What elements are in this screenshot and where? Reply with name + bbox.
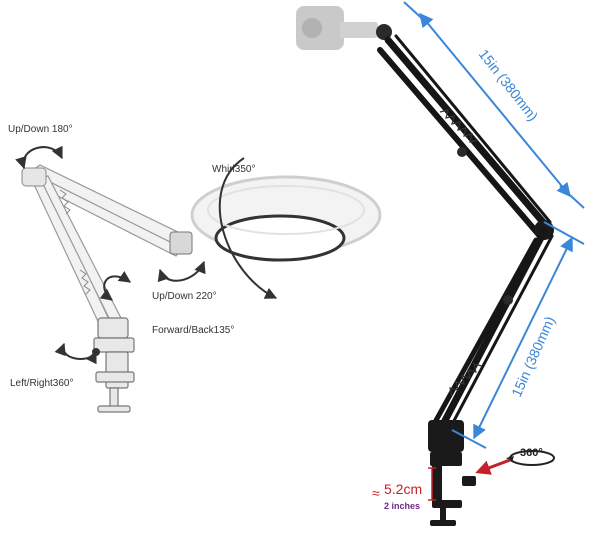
- head-joint: [169, 231, 193, 255]
- clamp-dimension: ≈ 5.2cm 2 inches: [372, 467, 436, 511]
- label-lower-length: 15in (380mm): [508, 314, 558, 399]
- top-hinge: [21, 167, 47, 187]
- arm-springs: [59, 189, 91, 295]
- label-rotation: 360°: [520, 447, 543, 459]
- label-up-down-180: Up/Down 180°: [8, 124, 73, 135]
- right-arm-illustration: 15in (380mm) 15in (380mm) 360° ≈ 5.2cm 2…: [296, 1, 585, 526]
- label-left-right: Left/Right360°: [10, 378, 74, 389]
- magnifier-lens: [214, 214, 346, 262]
- dimension-lines: [403, 1, 585, 449]
- label-up-down-220: Up/Down 220°: [152, 291, 217, 302]
- rotation-360: 360°: [506, 447, 555, 466]
- lamp-arm: [28, 164, 187, 331]
- pointer-arrow: [475, 458, 511, 475]
- lamp-clamp: [93, 317, 135, 413]
- arm-clamp: [428, 420, 476, 526]
- label-clamp-cm: 5.2cm: [384, 481, 422, 497]
- label-upper-length: 15in (380mm): [476, 46, 542, 124]
- rotation-arrows: [15, 145, 278, 365]
- left-lamp-illustration: Up/Down 180° Whirl350° Up/Down 220° Forw…: [8, 124, 382, 413]
- label-whirl: Whirl350°: [212, 164, 255, 175]
- label-forward-back: Forward/Back135°: [152, 325, 234, 336]
- mount-knob: [376, 24, 392, 40]
- label-clamp-inches: 2 inches: [384, 501, 420, 511]
- label-approx: ≈: [372, 485, 380, 501]
- webcam: [296, 6, 378, 50]
